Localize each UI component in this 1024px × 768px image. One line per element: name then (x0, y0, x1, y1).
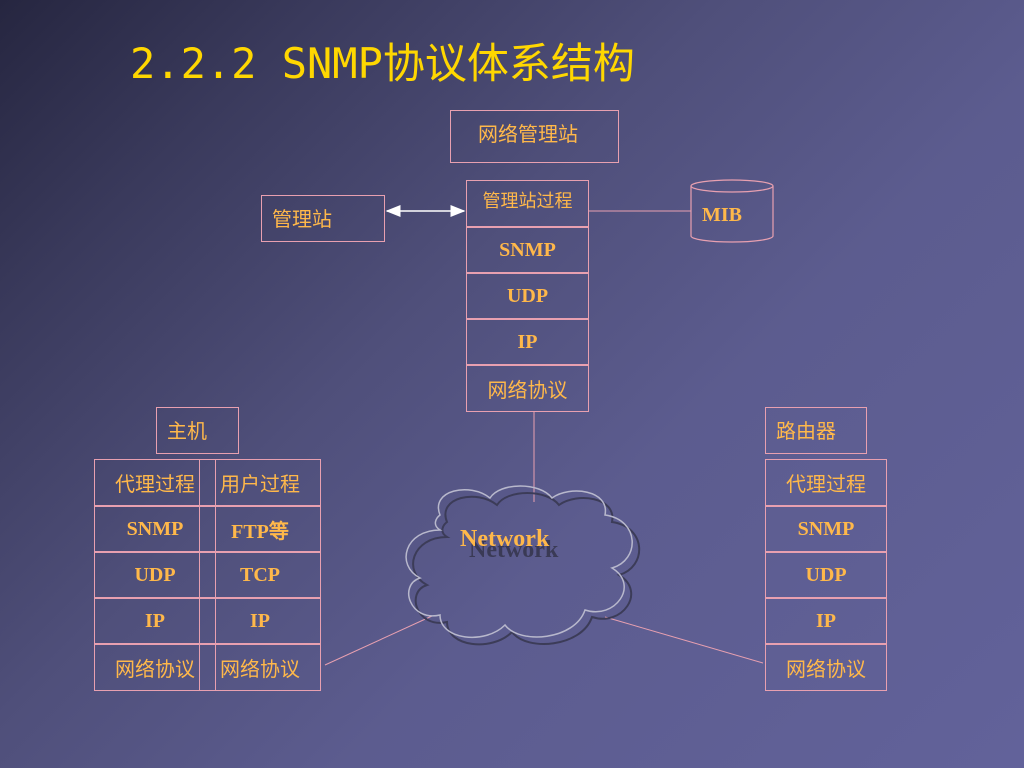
router-cell: UDP (765, 552, 887, 598)
host-header-box (156, 407, 239, 454)
host-left-cell: IP (94, 598, 216, 644)
manager-side-box (261, 195, 385, 242)
manager-side-label: 管理站 (272, 207, 332, 231)
host-right-cell: 网络协议 (199, 644, 321, 691)
router-header: 路由器 (776, 419, 836, 443)
slide-title: 2.2.2 SNMP协议体系结构 (130, 39, 635, 88)
network-label-shadow: Network (469, 537, 559, 563)
manager-stack-cell: SNMP (466, 227, 589, 273)
network-cloud (405, 485, 633, 639)
host-left-cell: 代理过程 (94, 459, 216, 506)
mib-label: MIB (702, 204, 742, 226)
network-cloud-shadow (412, 492, 641, 646)
manager-station-header: 网络管理站 (478, 122, 578, 146)
manager-stack-cell: 网络协议 (466, 365, 589, 412)
router-cell: 代理过程 (765, 459, 887, 506)
manager-stack-cell: UDP (466, 273, 589, 319)
host-network-line (324, 615, 433, 666)
host-left-cell: SNMP (94, 506, 216, 552)
router-cell: IP (765, 598, 887, 644)
host-left-cell: 网络协议 (94, 644, 216, 691)
router-cell: SNMP (765, 506, 887, 552)
host-left-cell: UDP (94, 552, 216, 598)
host-right-cell: 用户过程 (199, 459, 321, 506)
host-right-cell: TCP (199, 552, 321, 598)
router-header-box (765, 407, 867, 454)
manager-station-header-box (450, 110, 619, 163)
router-cell: 网络协议 (765, 644, 887, 691)
network-label: Network (460, 526, 550, 552)
mib-cylinder (690, 179, 774, 243)
router-network-line (604, 616, 764, 664)
host-right-cell: IP (199, 598, 321, 644)
host-right-cell: FTP等 (199, 506, 321, 552)
host-header: 主机 (167, 419, 207, 443)
manager-stack-cell: IP (466, 319, 589, 365)
manager-stack-cell: 管理站过程 (466, 180, 589, 227)
